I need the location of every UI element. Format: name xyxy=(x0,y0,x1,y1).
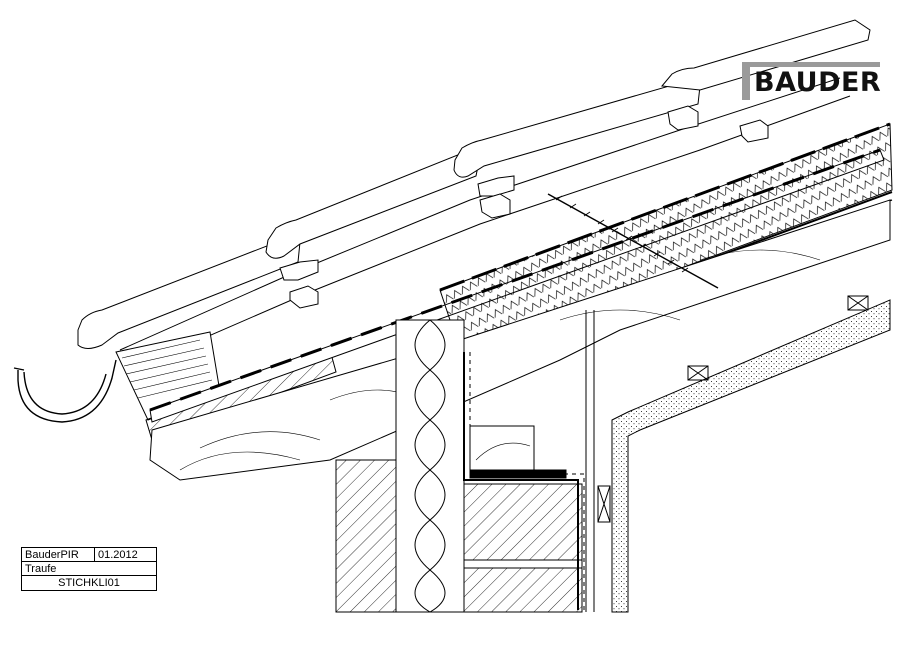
title-row-2: Traufe xyxy=(22,562,156,576)
wall-insulation xyxy=(395,319,465,613)
title-row-1: BauderPIR 01.2012 xyxy=(22,548,156,562)
title-row-3: STICHKLI01 xyxy=(22,576,156,590)
logo-text: BAUDER xyxy=(754,67,882,98)
batten-mark xyxy=(687,295,869,381)
title-block: BauderPIR 01.2012 Traufe STICHKLI01 xyxy=(21,547,157,591)
drawing-code: STICHKLI01 xyxy=(58,577,120,589)
product-name: BauderPIR xyxy=(25,549,79,561)
bauder-logo: BAUDER xyxy=(742,62,882,100)
gutter xyxy=(13,359,117,423)
roof-tiles xyxy=(77,19,871,369)
logo-bar xyxy=(742,62,880,67)
ceiling-block xyxy=(469,425,567,479)
right-wall xyxy=(597,299,891,613)
detail-name: Traufe xyxy=(25,563,57,575)
logo-side xyxy=(742,62,750,100)
wall-masonry xyxy=(335,459,583,613)
screw xyxy=(547,193,719,289)
steel-profile xyxy=(463,310,595,612)
drawing-date: 01.2012 xyxy=(94,548,156,562)
rafter xyxy=(149,199,891,481)
